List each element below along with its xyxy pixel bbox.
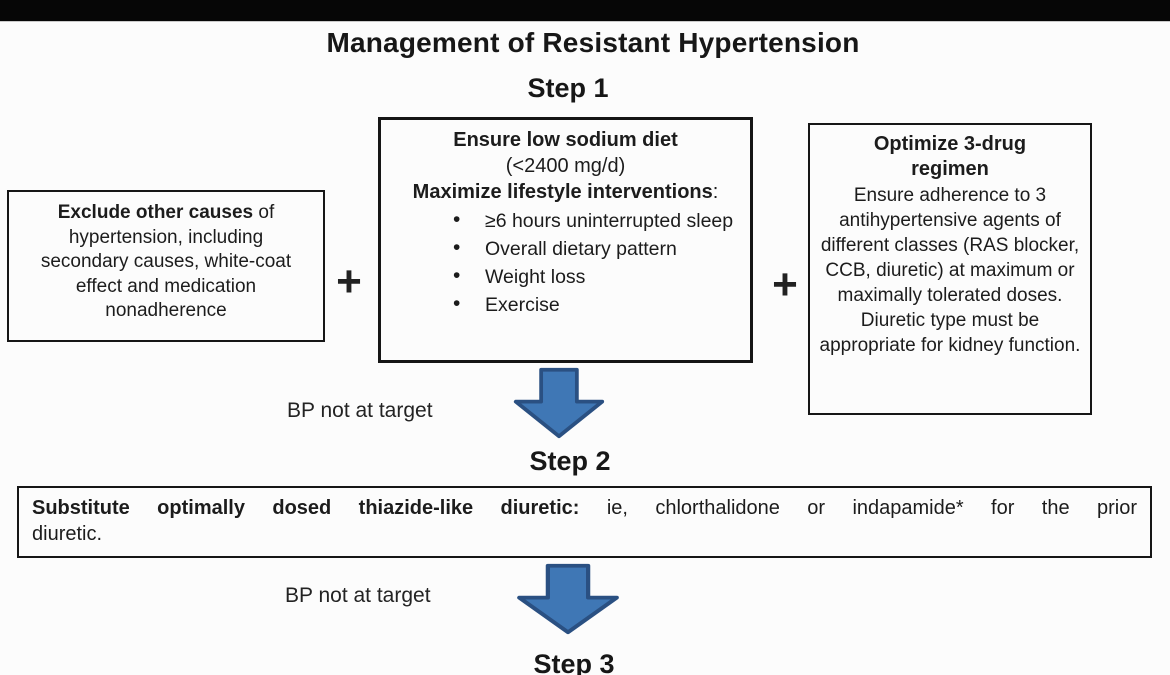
- step2-heading: Step 2: [529, 446, 611, 476]
- optimize-box-title-line2: regimen: [911, 158, 989, 180]
- step1-heading: Step 1: [527, 73, 609, 103]
- optimize-box-title-line1: Optimize 3-drug: [873, 133, 1027, 155]
- optimize-3-drug-regimen-box: Optimize 3-drug regimen Ensure adherence…: [808, 123, 1092, 415]
- lifestyle-box-subtitle: (<2400 mg/d): [505, 155, 626, 177]
- down-arrow-shape: [517, 563, 619, 635]
- plus-connector-left: +: [336, 257, 362, 306]
- bullet-icon: •: [453, 264, 461, 287]
- list-item: • Weight loss: [445, 264, 736, 290]
- step2-box-text-line2: diuretic.: [32, 523, 103, 545]
- step3-heading: Step 3: [533, 649, 615, 675]
- bullet-icon: •: [453, 236, 461, 259]
- exclude-other-causes-box: Exclude other causes of hypertension, in…: [7, 190, 325, 342]
- step2-box-text-line1: ie, chlorthalidone or indapamide* for th…: [579, 497, 1138, 519]
- bullet-text: Overall dietary pattern: [485, 238, 677, 260]
- bullet-text: Weight loss: [485, 266, 586, 288]
- lifestyle-interventions-box: Ensure low sodium diet (<2400 mg/d) Maxi…: [378, 117, 753, 363]
- list-item: • Exercise: [445, 292, 736, 318]
- list-item: • ≥6 hours uninterrupted sleep: [445, 208, 736, 234]
- step2-box-bold-text: Substitute optimally dosed thiazide-like…: [32, 497, 580, 519]
- page-title: Management of Resistant Hypertension: [326, 27, 860, 58]
- lifestyle-box-heading: Maximize lifestyle interventions: [412, 181, 713, 203]
- list-item: • Overall dietary pattern: [445, 236, 736, 262]
- down-arrow-shape: [513, 367, 605, 439]
- bp-not-at-target-label-2: BP not at target: [285, 584, 431, 607]
- plus-connector-right: +: [772, 260, 798, 309]
- bp-not-at-target-label-1: BP not at target: [287, 399, 433, 422]
- bullet-text: ≥6 hours uninterrupted sleep: [485, 210, 734, 232]
- bullet-text: Exercise: [485, 294, 560, 316]
- bullet-icon: •: [453, 292, 461, 315]
- lifestyle-box-title: Ensure low sodium diet: [453, 129, 678, 151]
- exclude-box-bold-text: Exclude other causes: [57, 202, 254, 223]
- top-black-bar: [0, 0, 1170, 22]
- down-arrow-icon: [515, 563, 621, 636]
- exclude-box-text: of hypertension, including secondary cau…: [40, 202, 292, 321]
- lifestyle-box-heading-colon: :: [712, 181, 719, 203]
- down-arrow-icon: [512, 367, 606, 440]
- optimize-box-body: Ensure adherence to 3 antihypertensive a…: [819, 185, 1081, 356]
- bullet-icon: •: [453, 208, 461, 231]
- substitute-diuretic-box: Substitute optimally dosed thiazide-like…: [17, 486, 1152, 558]
- lifestyle-bullet-list: • ≥6 hours uninterrupted sleep • Overall…: [445, 208, 736, 318]
